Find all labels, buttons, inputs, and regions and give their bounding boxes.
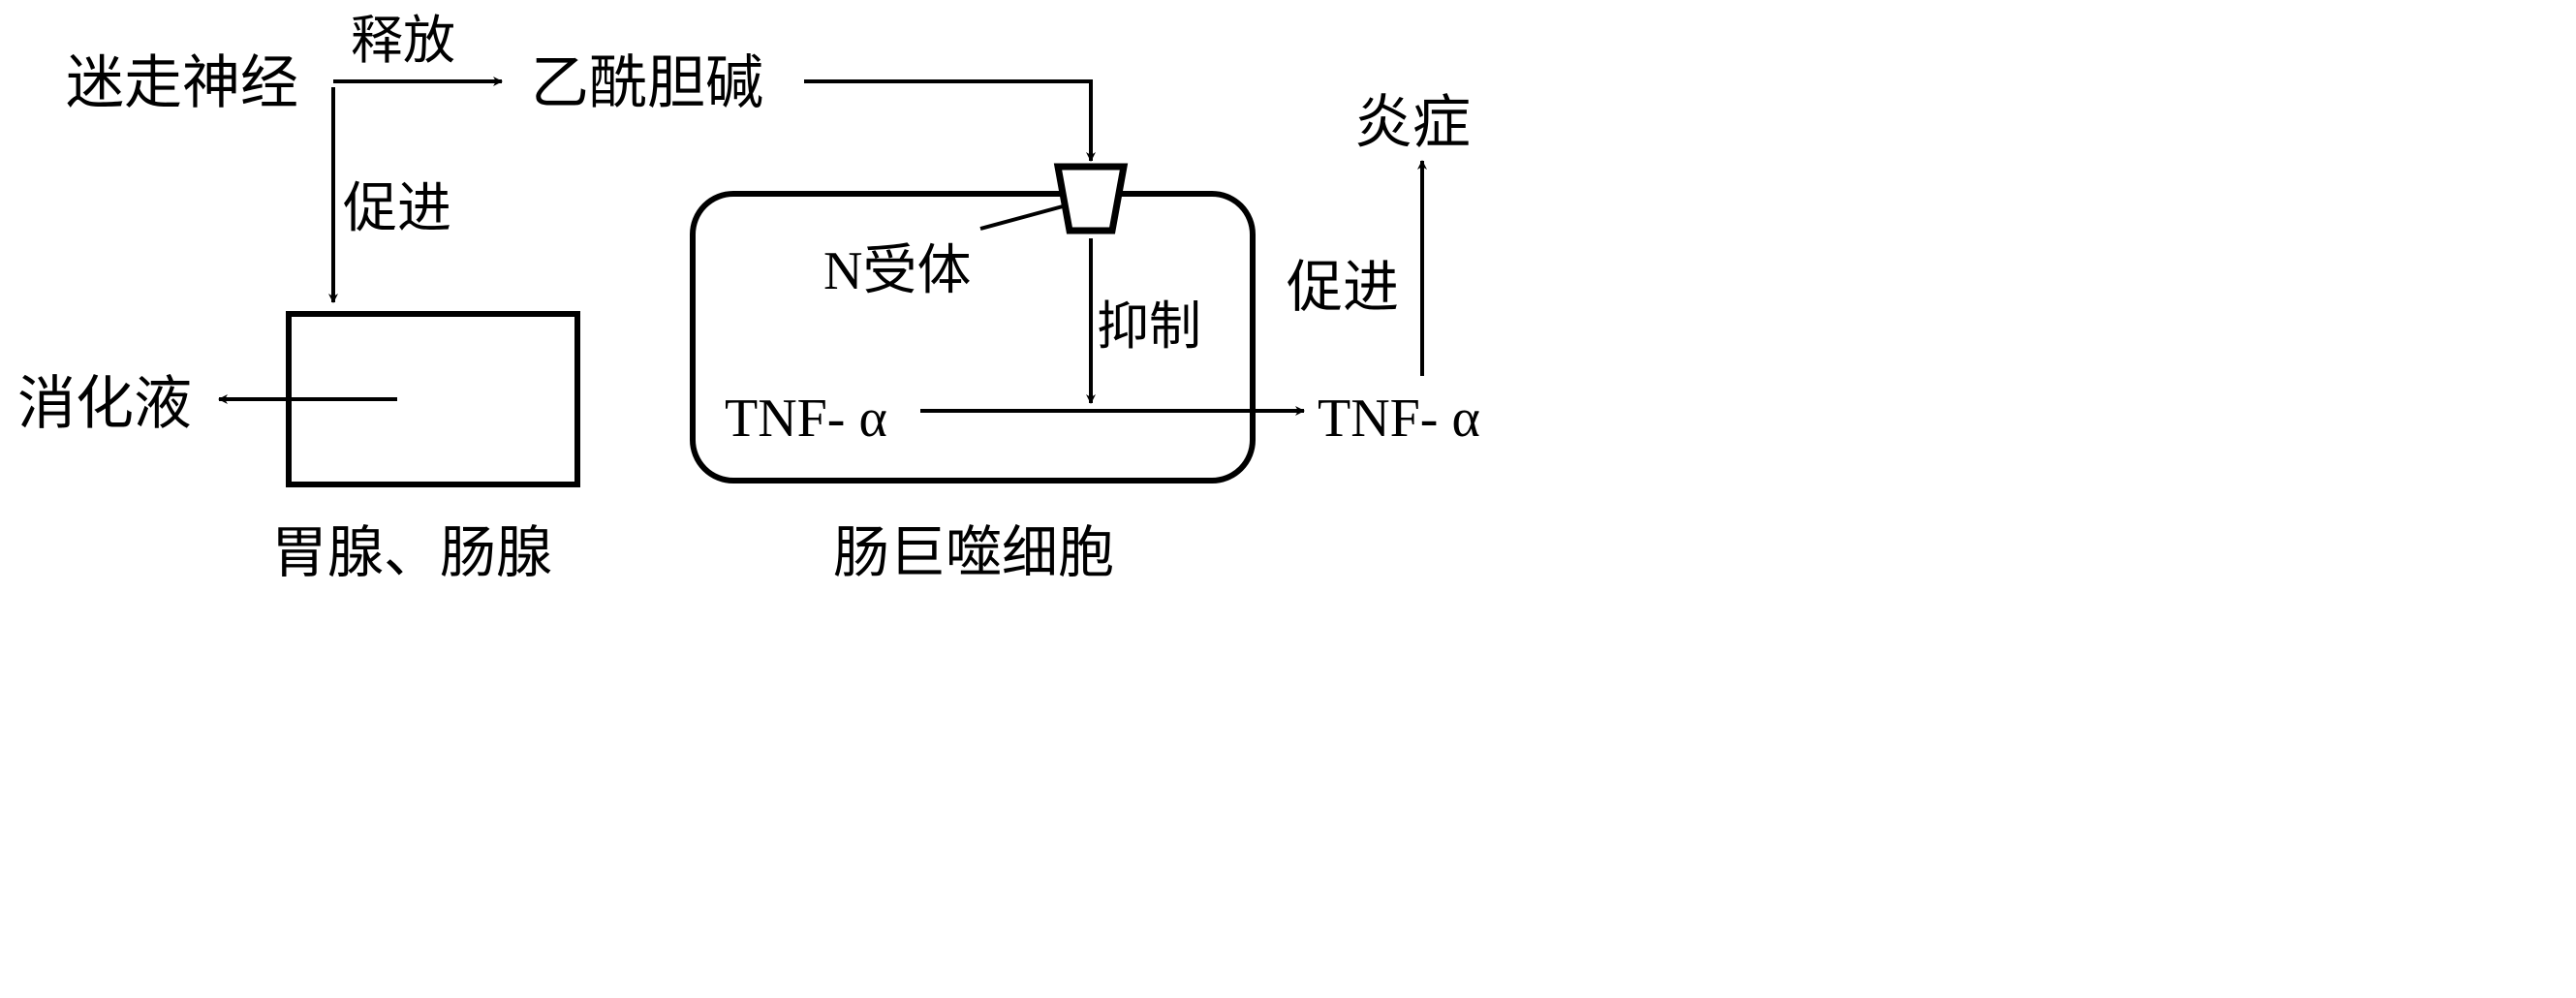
macrophage-cell	[690, 191, 1256, 483]
tnf-alpha-inner-label: TNF- α	[725, 389, 887, 449]
vagus-nerve-label: 迷走神经	[66, 49, 298, 117]
acetylcholine-label: 乙酰胆碱	[531, 49, 763, 117]
inflammation-label: 炎症	[1354, 89, 1471, 157]
tnf-alpha-outer-label: TNF- α	[1318, 389, 1480, 449]
n-receptor-cup	[1053, 163, 1129, 234]
release-label: 释放	[351, 10, 455, 71]
diagram: 迷走神经 释放 乙酰胆碱 炎症 促进 促进 抑制 消化液 胃腺、肠腺 肠巨噬细胞…	[0, 0, 1519, 585]
n-receptor-pointer-line	[979, 204, 1064, 231]
digestive-juice-label: 消化液	[17, 370, 192, 438]
promote-glands-label: 促进	[343, 177, 451, 240]
inhibit-label: 抑制	[1097, 296, 1201, 357]
ach-to-receptor-arrow	[804, 79, 1096, 162]
diagram-canvas: 迷走神经 释放 乙酰胆碱 炎症 促进 促进 抑制 消化液 胃腺、肠腺 肠巨噬细胞…	[17, 10, 1480, 585]
glands-label: 胃腺、肠腺	[271, 519, 552, 585]
n-receptor-label: N受体	[823, 241, 971, 301]
promote-inflammation-label: 促进	[1287, 254, 1399, 320]
macrophage-label: 肠巨噬细胞	[833, 519, 1114, 585]
